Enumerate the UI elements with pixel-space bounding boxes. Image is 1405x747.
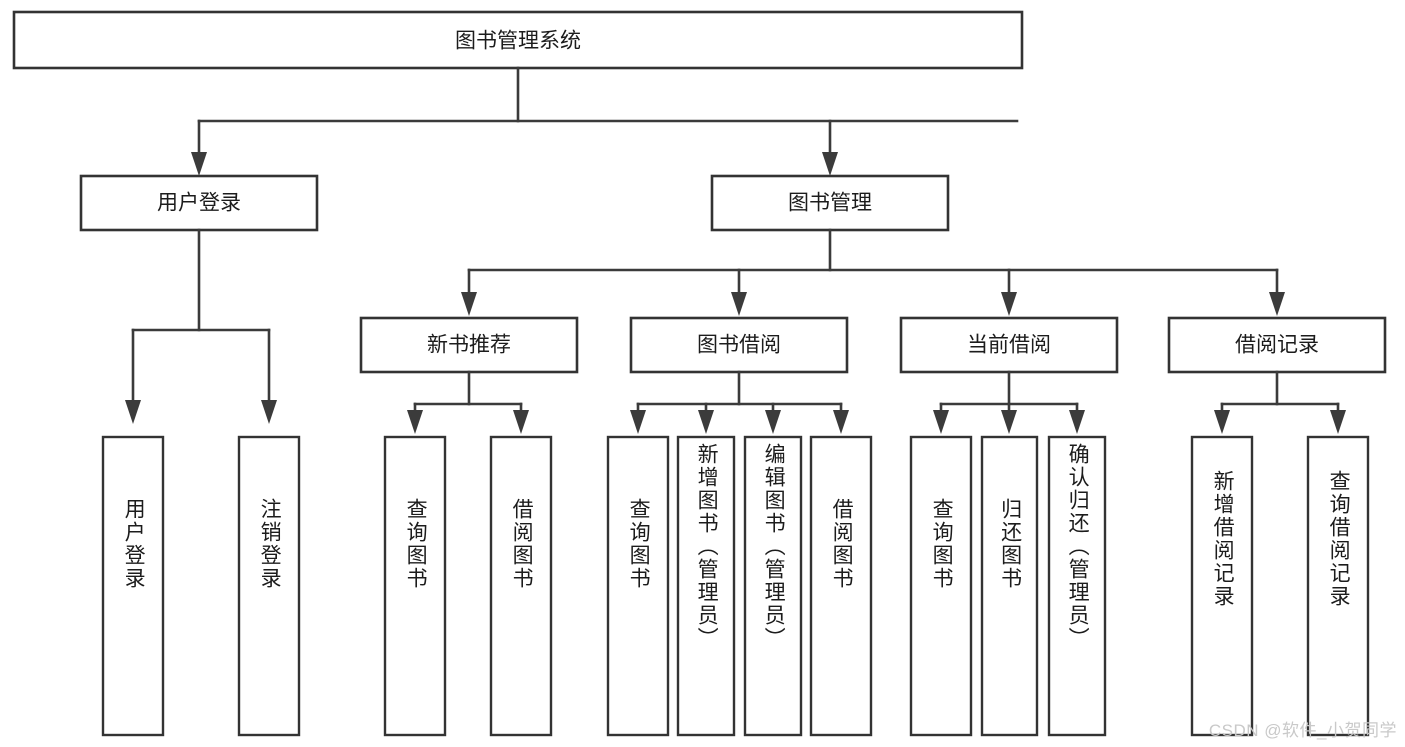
node-book-borrow[interactable]: 图书借阅	[629, 316, 849, 374]
connector-user-login-to-leaves	[125, 228, 277, 424]
node-current-borrow[interactable]: 当前借阅	[899, 316, 1119, 374]
leaf-box-edit-book[interactable]	[743, 435, 803, 737]
node-book-management-label: 图书管理	[788, 192, 872, 215]
node-user-login-label: 用户登录	[157, 192, 241, 215]
arrow-to-leaf-query-book-1	[407, 410, 423, 434]
arrow-to-leaf-confirm-return	[1069, 410, 1085, 434]
leaf-box-add-record[interactable]	[1190, 435, 1254, 737]
arrow-to-leaf-user-logout	[261, 400, 277, 424]
node-book-management[interactable]: 图书管理	[710, 174, 950, 232]
connector-current-borrow-to-leaves	[933, 370, 1085, 434]
node-borrow-record[interactable]: 借阅记录	[1167, 316, 1387, 374]
leaf-box-query-book-2[interactable]	[606, 435, 670, 737]
leaf-box-confirm-return[interactable]	[1047, 435, 1107, 737]
arrow-to-leaf-user-login	[125, 400, 141, 424]
leaf-box-user-login[interactable]	[101, 435, 165, 737]
arrow-to-leaf-query-book-2	[630, 410, 646, 434]
arrow-to-leaf-borrow-book-2	[833, 410, 849, 434]
node-new-book-recommend-label: 新书推荐	[427, 334, 511, 357]
leaf-box-query-book-1[interactable]	[383, 435, 447, 737]
arrow-to-leaf-add-book	[698, 410, 714, 434]
connector-root-to-level1	[191, 66, 1019, 176]
leaf-box-borrow-book-1[interactable]	[489, 435, 553, 737]
arrow-to-user-login	[191, 152, 207, 176]
connector-book-management-to-level2	[461, 228, 1285, 316]
node-borrow-record-label: 借阅记录	[1235, 334, 1319, 357]
node-book-borrow-label: 图书借阅	[697, 334, 781, 357]
arrow-to-leaf-borrow-book-1	[513, 410, 529, 434]
arrow-to-current-borrow	[1001, 292, 1017, 316]
arrow-to-leaf-edit-book	[765, 410, 781, 434]
leaf-box-add-book[interactable]	[676, 435, 736, 737]
arrow-to-borrow-record	[1269, 292, 1285, 316]
connector-borrow-record-to-leaves	[1214, 370, 1346, 434]
arrow-to-new-book-recommend	[461, 292, 477, 316]
leaf-box-user-logout[interactable]	[237, 435, 301, 737]
csdn-watermark: CSDN @软件_小贺同学	[1208, 721, 1397, 740]
leaf-box-borrow-book-2[interactable]	[809, 435, 873, 737]
leaf-box-query-book-3[interactable]	[909, 435, 973, 737]
node-root-rect	[12, 10, 1024, 70]
arrow-to-leaf-query-record	[1330, 410, 1346, 434]
node-user-login-rect	[79, 174, 319, 232]
node-user-login[interactable]: 用户登录	[79, 174, 319, 232]
connector-book-borrow-to-leaves	[630, 370, 849, 434]
node-current-borrow-rect	[899, 316, 1119, 374]
leaf-box-return-book[interactable]	[980, 435, 1039, 737]
node-root-label: 图书管理系统	[455, 30, 581, 53]
node-new-book-recommend[interactable]: 新书推荐	[359, 316, 579, 374]
arrow-to-leaf-add-record	[1214, 410, 1230, 434]
arrow-to-leaf-return-book	[1001, 410, 1017, 434]
node-current-borrow-label: 当前借阅	[967, 334, 1051, 357]
leaf-box-query-record[interactable]	[1306, 435, 1370, 737]
arrow-to-book-management	[822, 152, 838, 176]
arrow-to-book-borrow	[731, 292, 747, 316]
node-new-book-recommend-rect	[359, 316, 579, 374]
node-root[interactable]: 图书管理系统	[12, 10, 1024, 70]
connector-new-book-recommend-to-leaves	[407, 370, 529, 434]
arrow-to-leaf-query-book-3	[933, 410, 949, 434]
